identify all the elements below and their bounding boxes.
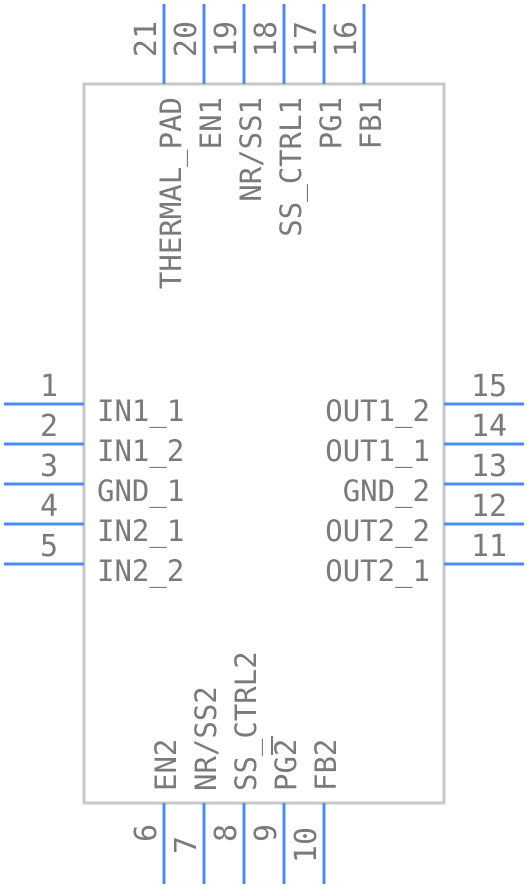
pin-6: 6 EN2 xyxy=(129,739,183,884)
pin-9-label: PG2 xyxy=(269,739,303,791)
pin-12-label: OUT2_2 xyxy=(325,514,430,549)
pin-19-number: 19 xyxy=(209,21,244,57)
pin-21-label: THERMAL_PAD xyxy=(154,97,189,289)
pin-18: 18 SS_CTRL1 xyxy=(249,4,309,237)
pin-12: 12 OUT2_2 xyxy=(325,489,524,549)
pin-17: 17 PG1 xyxy=(289,4,348,149)
pin-5-number: 5 xyxy=(40,529,58,564)
pin-17-number: 17 xyxy=(289,21,324,57)
pin-8-label: SS_CTRL2 xyxy=(229,651,264,791)
pin-9: 9 PG2 xyxy=(249,736,303,884)
pin-11-label: OUT2_1 xyxy=(325,554,430,589)
bottom-pins: 6 EN2 7 NR/SS2 8 SS_CTRL2 9 PG2 10 FB2 xyxy=(129,651,343,884)
pin-20-label: EN1 xyxy=(194,97,228,149)
pin-15-label: OUT1_2 xyxy=(325,394,430,429)
pin-1-number: 1 xyxy=(40,369,58,404)
pin-9-number: 9 xyxy=(249,824,284,842)
pin-18-label: SS_CTRL1 xyxy=(274,97,309,237)
pin-10: 10 FB2 xyxy=(289,739,343,884)
pin-3-number: 3 xyxy=(40,449,58,484)
pin-2-label: IN1_2 xyxy=(97,434,184,469)
pin-14-number: 14 xyxy=(471,409,507,444)
pin-16: 16 FB1 xyxy=(329,4,388,149)
pin-20: 20 EN1 xyxy=(169,4,228,149)
pin-4-number: 4 xyxy=(40,489,58,524)
pin-1-label: IN1_1 xyxy=(97,394,184,429)
pin-7: 7 NR/SS2 xyxy=(169,686,223,884)
pin-16-number: 16 xyxy=(329,21,364,57)
pin-21-number: 21 xyxy=(129,21,164,57)
pin-14-label: OUT1_1 xyxy=(325,434,430,469)
pin-11: 11 OUT2_1 xyxy=(325,529,524,589)
pin-4-label: IN2_1 xyxy=(97,514,184,549)
pin-12-number: 12 xyxy=(471,489,507,524)
pin-14: 14 OUT1_1 xyxy=(325,409,524,469)
pin-10-number: 10 xyxy=(289,827,324,863)
pin-4: 4 IN2_1 xyxy=(4,489,184,549)
pin-5: 5 IN2_2 xyxy=(4,529,184,589)
pin-20-number: 20 xyxy=(169,21,204,57)
right-pins: 15 OUT1_2 14 OUT1_1 13 GND_2 12 OUT2_2 1… xyxy=(325,369,524,589)
left-pins: 1 IN1_1 2 IN1_2 3 GND_1 4 IN2_1 5 IN2_2 xyxy=(4,369,184,589)
pin-2-number: 2 xyxy=(40,409,58,444)
pin-19-label: NR/SS1 xyxy=(234,97,268,202)
pin-15-number: 15 xyxy=(471,369,507,404)
pin-13: 13 GND_2 xyxy=(343,449,524,509)
pin-18-number: 18 xyxy=(249,21,284,57)
pin-3-label: GND_1 xyxy=(97,474,184,509)
pin-16-label: FB1 xyxy=(354,97,388,149)
pin-13-label: GND_2 xyxy=(343,474,430,509)
pin-8-number: 8 xyxy=(209,824,244,842)
pin-6-label: EN2 xyxy=(149,739,183,791)
pin-6-number: 6 xyxy=(129,824,164,842)
pin-15: 15 OUT1_2 xyxy=(325,369,524,429)
pin-7-label: NR/SS2 xyxy=(189,686,223,791)
pin-21: 21 THERMAL_PAD xyxy=(129,4,189,289)
pin-19: 19 NR/SS1 xyxy=(209,4,268,202)
pin-7-number: 7 xyxy=(169,836,204,854)
pin-2: 2 IN1_2 xyxy=(4,409,184,469)
pin-8: 8 SS_CTRL2 xyxy=(209,651,264,884)
pin-10-label: FB2 xyxy=(309,739,343,791)
pin-13-number: 13 xyxy=(471,449,507,484)
pin-1: 1 IN1_1 xyxy=(4,369,184,429)
top-pins: 21 THERMAL_PAD 20 EN1 19 NR/SS1 18 SS_CT… xyxy=(129,4,388,289)
pin-11-number: 11 xyxy=(471,529,507,564)
pin-17-label: PG1 xyxy=(314,97,348,149)
pin-5-label: IN2_2 xyxy=(97,554,184,589)
pin-3: 3 GND_1 xyxy=(4,449,184,509)
